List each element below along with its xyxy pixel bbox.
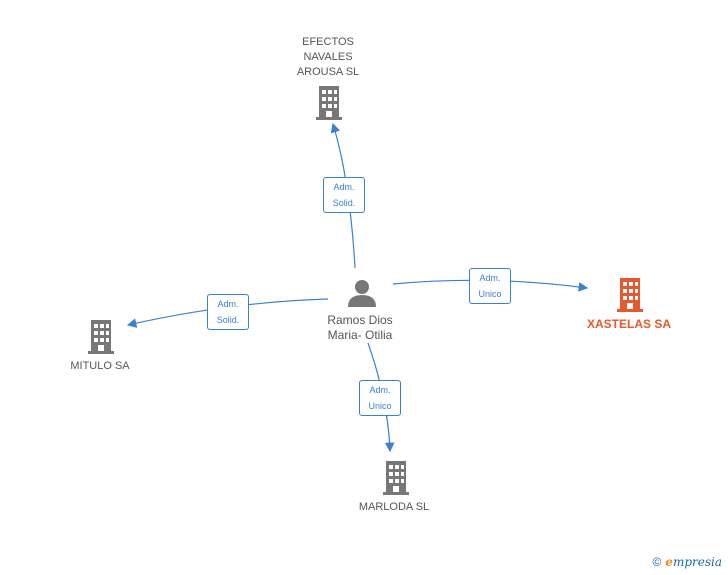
edge-badge-xastelas: Adm. Unico bbox=[469, 268, 511, 304]
company-efectos-label[interactable]: EFECTOS NAVALES AROUSA SL bbox=[296, 36, 360, 78]
copyright-icon: © bbox=[652, 555, 662, 569]
edge-badge-efectos: Adm. Solid. bbox=[323, 177, 365, 213]
building-icon[interactable] bbox=[315, 86, 343, 125]
brand-logo: empresia bbox=[665, 555, 722, 569]
edge-badge-mitulo: Adm. Solid. bbox=[207, 294, 249, 330]
building-icon[interactable] bbox=[87, 320, 115, 359]
company-mitulo-label[interactable]: MITULO SA bbox=[70, 360, 130, 372]
person-name[interactable]: Ramos Dios Maria- Otilia bbox=[327, 313, 393, 342]
brand-footer: © empresia bbox=[652, 555, 722, 569]
person-icon[interactable] bbox=[347, 278, 377, 313]
company-marloda-label[interactable]: MARLODA SL bbox=[358, 501, 430, 513]
building-icon-highlight[interactable] bbox=[616, 278, 644, 317]
building-icon[interactable] bbox=[382, 461, 410, 500]
company-xastelas-label[interactable]: XASTELAS SA bbox=[586, 317, 671, 331]
edge-badge-marloda: Adm. Unico bbox=[359, 380, 401, 416]
